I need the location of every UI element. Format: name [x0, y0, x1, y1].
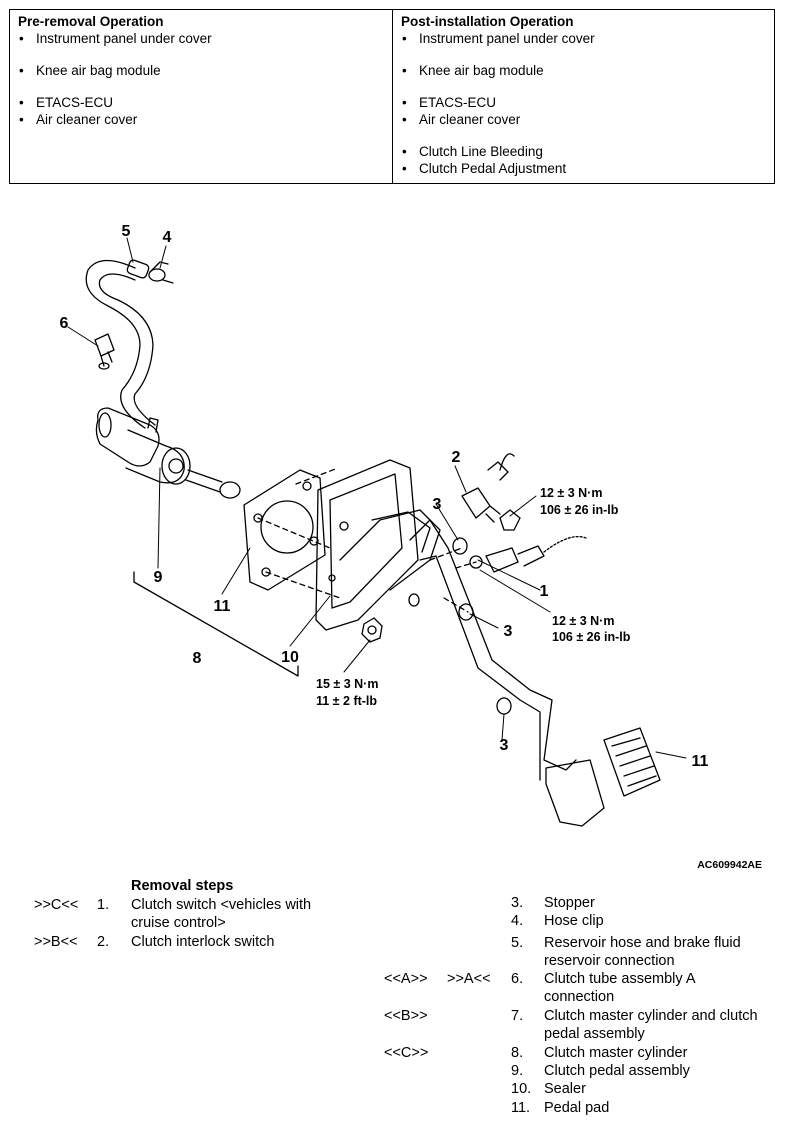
post-installation-heading: Post-installation Operation	[401, 14, 574, 29]
step-text: Pedal pad	[544, 1100, 610, 1116]
step-text: Clutch pedal assembly	[544, 1063, 690, 1079]
step-text: reservoir connection	[544, 953, 675, 969]
step-text: Clutch master cylinder	[544, 1045, 688, 1061]
procedure-mark: <<A>>	[384, 971, 428, 987]
step-text: connection	[544, 989, 615, 1005]
pedal-pad	[603, 727, 661, 797]
post-installation-column: Post-installation Operation Instrument p…	[393, 10, 774, 183]
clutch-pedal-illustration: 5 4 6 2 3 1 3 3 9 11 10 8 11 12 ± 3 N·m …	[60, 223, 762, 871]
torque-spec-line1: 12 ± 3 N·m	[540, 486, 602, 500]
step-text: Clutch tube assembly A	[544, 971, 696, 987]
assembly-bracket-line	[133, 571, 299, 677]
step-number: 8.	[511, 1045, 524, 1061]
procedure-mark: >>A<<	[447, 971, 491, 987]
pedal-bracket	[315, 459, 441, 631]
torque-spec-line1: 15 ± 3 N·m	[316, 677, 378, 691]
callout-9: 10	[281, 649, 299, 666]
mounting-nut	[361, 617, 383, 643]
step-row: 4. Hose clip	[0, 912, 785, 930]
list-item: Instrument panel under cover	[18, 30, 392, 47]
removal-steps-title: Removal steps	[131, 878, 234, 894]
step-row: <<B>> 7. Clutch master cylinder and clut…	[0, 1007, 785, 1043]
torque-spec-line1: 12 ± 3 N·m	[552, 614, 614, 628]
step-number: 7.	[511, 1008, 524, 1024]
callout-3: 3	[504, 623, 513, 640]
torque-spec-line2: 11 ± 2 ft-lb	[316, 694, 377, 708]
callout-5: 5	[122, 223, 131, 240]
step-number: 9.	[511, 1063, 524, 1079]
callout-7: 8	[193, 650, 202, 667]
step-row: 9. Clutch pedal assembly	[0, 1062, 785, 1080]
torque-spec-line2: 106 ± 26 in-lb	[540, 503, 619, 517]
list-item: Clutch Pedal Adjustment	[401, 160, 774, 177]
step-row: 10. Sealer	[0, 1080, 785, 1098]
step-number: 3.	[511, 895, 524, 911]
clutch-master-cylinder	[95, 407, 241, 499]
operations-table: Pre-removal Operation Instrument panel u…	[9, 9, 775, 184]
callout-11: 11	[692, 753, 709, 770]
list-item: Knee air bag module	[401, 62, 774, 79]
step-row: <<C>> 8. Clutch master cylinder	[0, 1044, 785, 1062]
step-row: 11. Pedal pad	[0, 1099, 785, 1117]
procedure-mark: <<C>>	[384, 1045, 429, 1061]
pre-removal-heading: Pre-removal Operation	[18, 14, 164, 29]
clutch-pedal-arm	[409, 519, 605, 827]
step-text: Stopper	[544, 895, 595, 911]
step-text: cruise control>	[131, 915, 226, 931]
step-number: 11.	[511, 1100, 531, 1116]
post-installation-list: Instrument panel under cover Knee air ba…	[401, 30, 774, 177]
step-row: 5. Reservoir hose and brake fluid reserv…	[0, 934, 785, 970]
clutch-switch	[469, 535, 587, 573]
list-item: Clutch Line Bleeding	[401, 143, 774, 160]
exploded-view-diagram: 5 4 6 2 3 1 3 3 9 11 10 8 11 12 ± 3 N·m …	[0, 190, 785, 880]
procedure-mark: >>C<<	[34, 897, 79, 913]
exploded-guide-lines	[295, 467, 477, 613]
step-row: >>C<< 1. Clutch switch <vehicles with cr…	[0, 896, 380, 932]
reservoir-hose	[85, 259, 156, 429]
step-row: 3. Stopper	[0, 894, 785, 912]
pre-removal-list: Instrument panel under cover Knee air ba…	[18, 30, 392, 128]
step-text: Sealer	[544, 1081, 586, 1097]
callout-10: 11	[214, 598, 231, 615]
step-text: Clutch switch <vehicles with	[131, 897, 312, 913]
callout-6: 6	[60, 315, 69, 332]
sealer-gasket	[243, 469, 341, 599]
callout-8: 9	[154, 569, 163, 586]
removal-steps: Removal steps >>C<< 1. Clutch switch <ve…	[0, 878, 785, 1125]
step-text: Reservoir hose and brake fluid	[544, 935, 741, 951]
list-item: Knee air bag module	[18, 62, 392, 79]
callout-4: 4	[163, 229, 172, 246]
step-number: 5.	[511, 935, 524, 951]
callout-1: 1	[540, 583, 549, 600]
step-row: <<A>> >>A<< 6. Clutch tube assembly A co…	[0, 970, 785, 1006]
step-number: 10.	[511, 1081, 532, 1097]
hose-clip	[148, 261, 174, 284]
clutch-tube-connector	[94, 333, 115, 370]
clutch-interlock-switch	[461, 453, 521, 531]
step-row: >>B<< 2. Clutch interlock switch	[0, 933, 380, 951]
step-text: Clutch master cylinder and clutch	[544, 1008, 758, 1024]
callout-3: 3	[500, 737, 509, 754]
list-item: ETACS-ECU	[401, 94, 774, 111]
pre-removal-column: Pre-removal Operation Instrument panel u…	[10, 10, 393, 183]
list-item: Air cleaner cover	[401, 111, 774, 128]
list-item: Air cleaner cover	[18, 111, 392, 128]
step-number: 2.	[97, 934, 110, 950]
step-text: Hose clip	[544, 913, 604, 929]
torque-spec-line2: 106 ± 26 in-lb	[552, 630, 631, 644]
step-number: 6.	[511, 971, 524, 987]
procedure-mark: <<B>>	[384, 1008, 428, 1024]
step-number: 1.	[97, 897, 110, 913]
step-text: Clutch interlock switch	[131, 934, 275, 950]
step-number: 4.	[511, 913, 524, 929]
leader-lines	[67, 237, 687, 759]
list-item: Instrument panel under cover	[401, 30, 774, 47]
procedure-mark: >>B<<	[34, 934, 78, 950]
callout-3: 3	[433, 496, 442, 513]
list-item: ETACS-ECU	[18, 94, 392, 111]
step-text: pedal assembly	[544, 1026, 645, 1042]
figure-code: AC609942AE	[697, 859, 762, 871]
callout-2: 2	[452, 449, 461, 466]
